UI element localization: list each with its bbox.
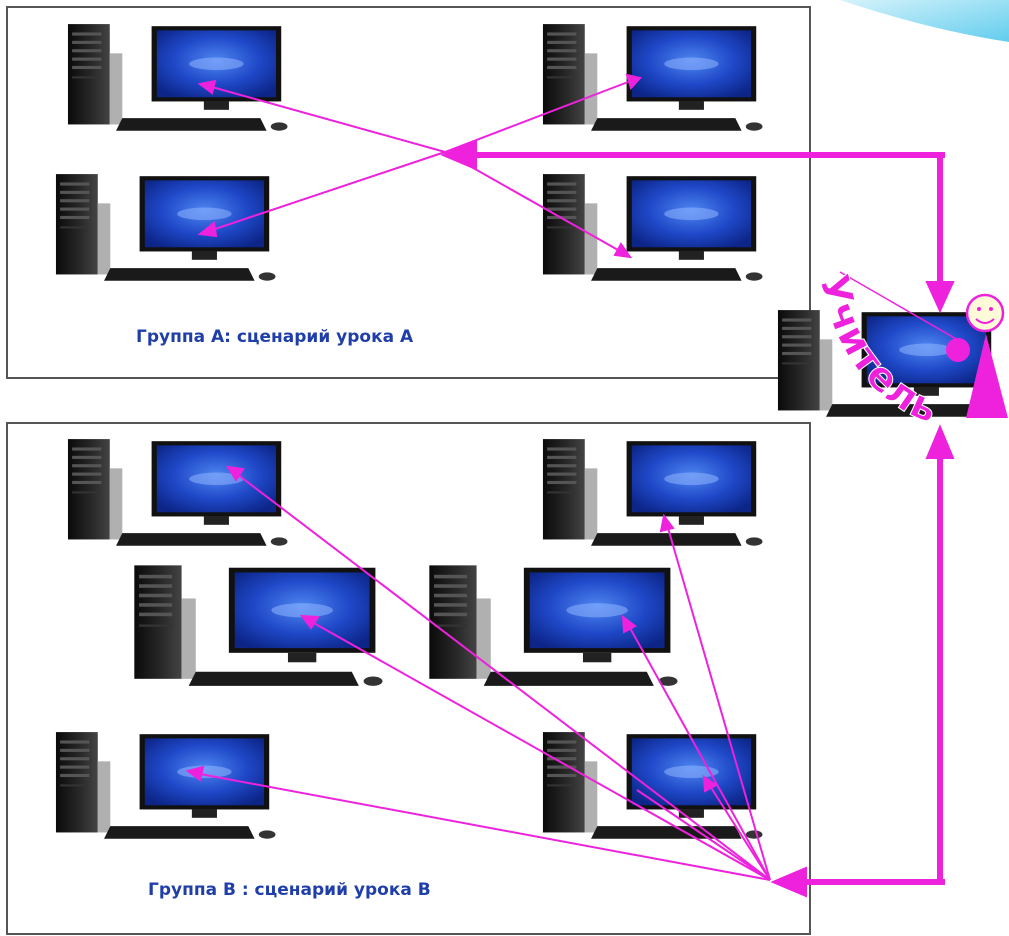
group-a-label: Группа А: сценарий урока А	[136, 327, 414, 347]
arrowhead-a1	[197, 79, 217, 95]
computer-a1	[67, 24, 288, 131]
computer-b5	[55, 732, 276, 839]
computer-b4	[429, 565, 678, 686]
arrowhead-b2	[659, 513, 675, 533]
group-b-arrows	[185, 465, 771, 881]
arrow-b-to-b6	[636, 789, 771, 881]
smiley-person-icon	[839, 271, 1008, 418]
computer-a3	[55, 174, 276, 281]
computer-b1	[67, 439, 288, 546]
arrowhead-a3	[197, 221, 218, 238]
arrowhead-b5	[185, 765, 205, 782]
group-b-frame	[6, 422, 811, 935]
arrowhead-b3	[299, 614, 320, 630]
group-b-label: Группа В : сценарий урока В	[148, 880, 431, 900]
arrow-b-to-b4	[629, 627, 771, 881]
arrow-b-to-b6-screen	[709, 785, 771, 881]
computer-b6	[542, 732, 763, 839]
corner-decoration	[840, 0, 1009, 42]
arrowhead-a2	[625, 73, 642, 90]
arrow-b-to-b3	[311, 621, 771, 881]
teacher-connections	[440, 139, 955, 898]
arrowhead-b6	[702, 775, 718, 793]
computer-b3	[134, 565, 383, 686]
arrowhead-group-a	[440, 139, 477, 171]
arrow-a-to-a3	[211, 151, 446, 231]
computer-b2	[542, 439, 763, 546]
computer-a4	[542, 174, 763, 281]
arrow-b-to-b5	[199, 773, 771, 881]
arrowhead-a4	[613, 242, 633, 259]
arrowhead-b1	[226, 465, 245, 482]
arrowhead-b4	[621, 614, 637, 634]
group-a-frame	[6, 6, 811, 379]
arrowhead-teacher-top	[925, 281, 955, 314]
arrow-b-to-b1	[236, 473, 771, 881]
arrowhead-teacher-bottom	[925, 424, 955, 459]
arrow-b-to-b2	[667, 527, 771, 881]
arrowhead-group-b	[770, 866, 807, 898]
computer-a2	[542, 24, 763, 131]
arrow-a-to-a1	[211, 86, 446, 153]
